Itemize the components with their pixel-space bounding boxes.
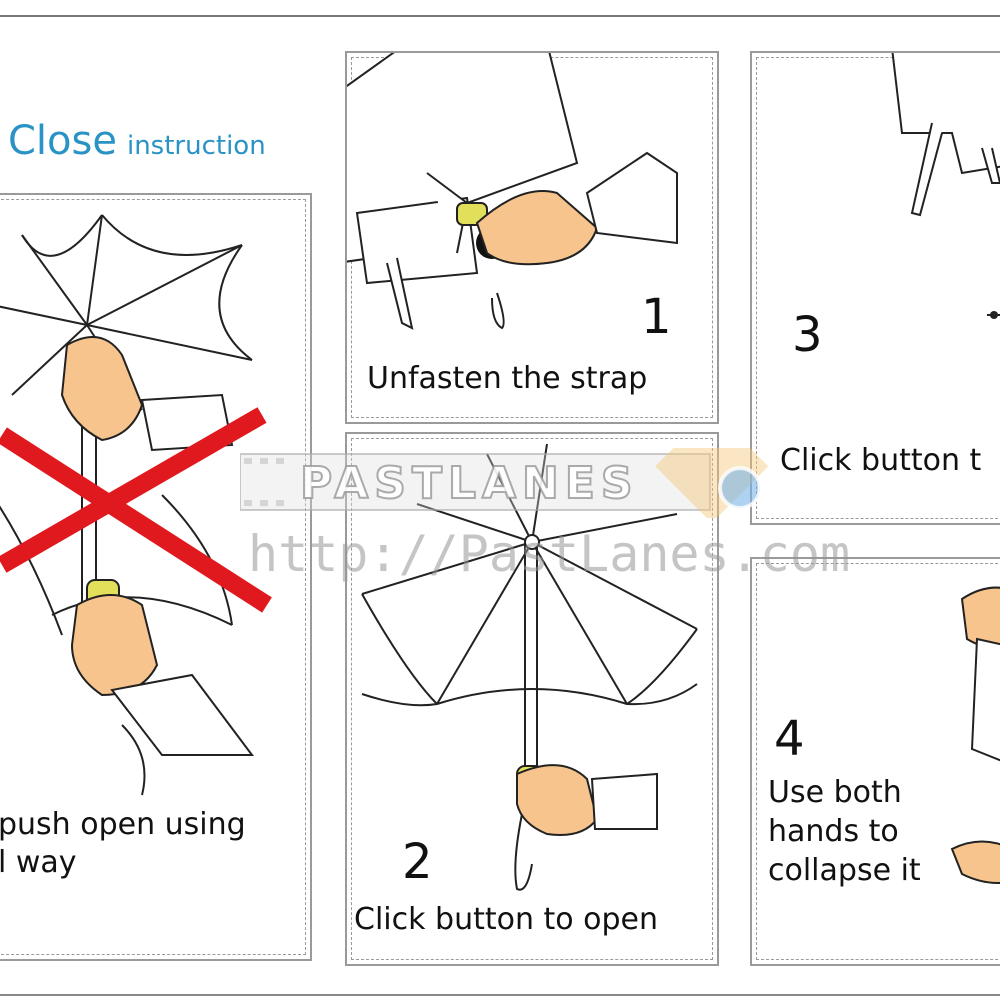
umbrella-wrong-illustration	[0, 214, 272, 796]
panel-dashed-border	[756, 57, 1000, 519]
panel-dashed-border	[756, 563, 1000, 960]
intro-caption-line1: push open using	[0, 807, 246, 842]
panel-dashed-border	[0, 199, 306, 955]
collapse-hands-illustration	[950, 586, 1000, 884]
folded-umbrella-illustration	[347, 53, 678, 330]
panel-step-3: 3 Click button t	[750, 51, 1000, 525]
panel-dashed-border	[351, 438, 713, 960]
panel-step-4: 4 Use both hands to collapse it	[750, 557, 1000, 966]
step-caption: Click button t	[780, 443, 982, 478]
step-caption: Unfasten the strap	[367, 361, 648, 396]
intro-caption-line2: l way	[0, 845, 77, 880]
step-caption: Click button to open	[354, 902, 659, 937]
step-caption-line1: Use both	[768, 775, 902, 810]
step-number: 4	[774, 711, 805, 767]
step-number: 1	[641, 289, 672, 345]
step-caption-line3: collapse it	[768, 853, 921, 888]
panel-step-2: 2 Click button to open	[345, 432, 719, 966]
step-caption-line2: hands to	[768, 814, 899, 849]
bottom-border	[0, 994, 1000, 996]
title-sub: instruction	[126, 131, 266, 161]
top-border	[0, 15, 1000, 17]
title-main: Close	[8, 118, 117, 164]
page-title: Close instruction	[8, 118, 266, 164]
step-number: 3	[792, 307, 823, 363]
panel-wrong-way: push open using l way	[0, 193, 312, 961]
open-umbrella-illustration	[361, 443, 698, 891]
panel-step-1: 1 Unfasten the strap	[345, 51, 719, 424]
umbrella-top-illustration	[891, 53, 1000, 319]
step-number: 2	[402, 834, 433, 890]
